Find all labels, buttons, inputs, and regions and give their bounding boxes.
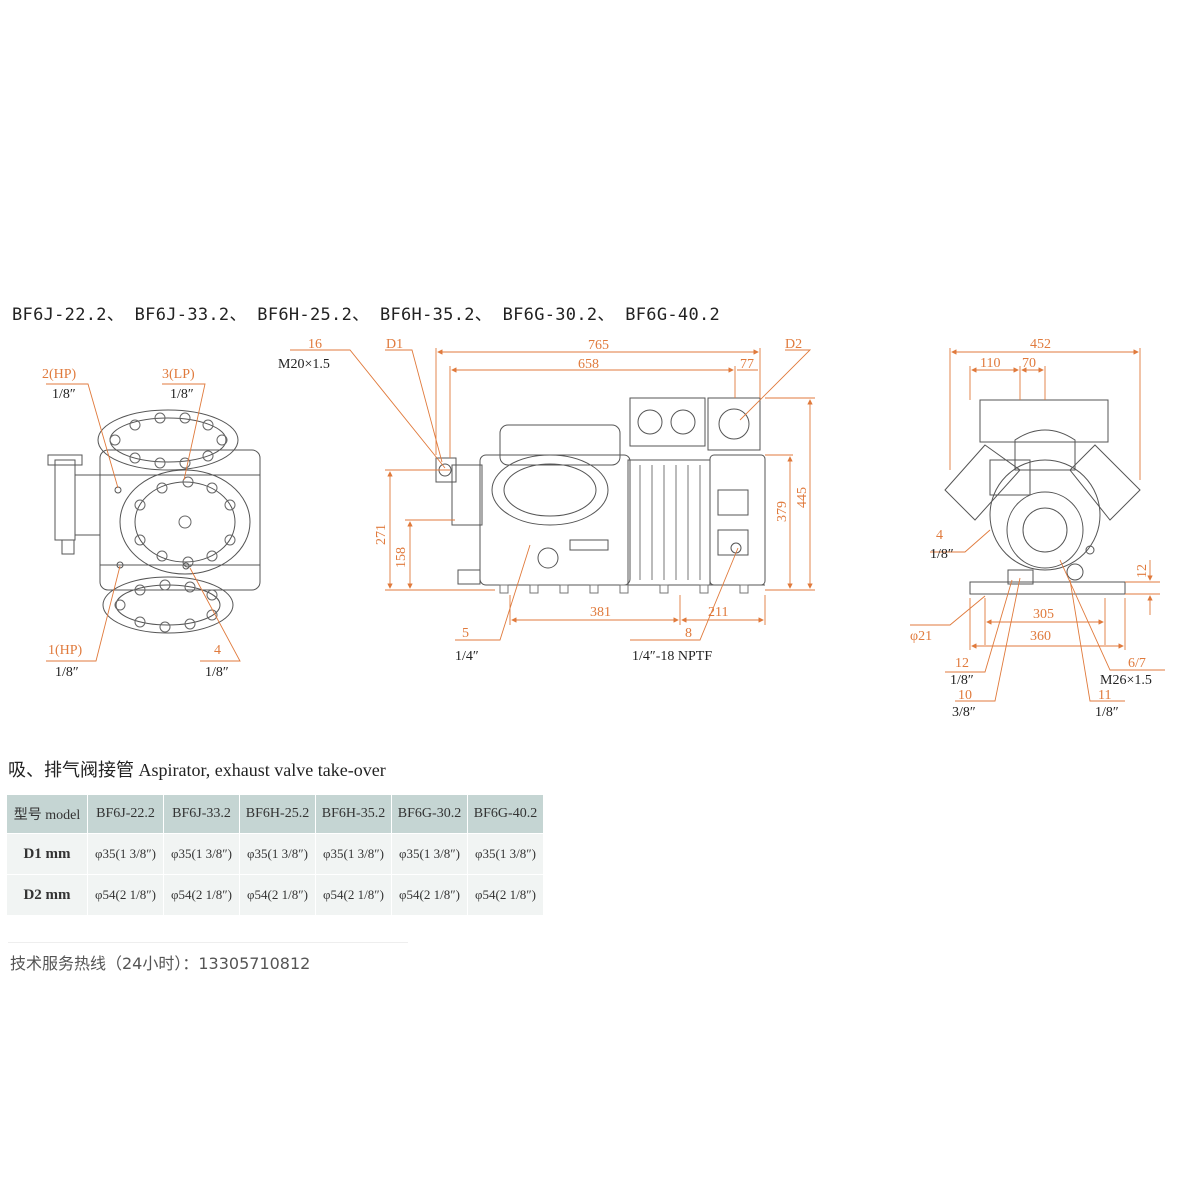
p5-size: 1/4″ bbox=[455, 649, 479, 664]
d2-label: D2 bbox=[785, 337, 802, 352]
d1-label: D1 bbox=[386, 337, 403, 352]
p8-label: 8 bbox=[685, 626, 692, 641]
p8-size: 1/4″-18 NPTF bbox=[632, 649, 712, 664]
side-view-dimensions bbox=[290, 348, 815, 641]
dim-77: 77 bbox=[740, 357, 754, 372]
dim-445: 445 bbox=[795, 487, 810, 508]
d1-cell: φ35(1 3/8″) bbox=[87, 833, 164, 875]
table-row-d1: D1 mm φ35(1 3/8″) φ35(1 3/8″) φ35(1 3/8″… bbox=[6, 833, 544, 875]
hp2-size: 1/8″ bbox=[52, 387, 76, 402]
dim-70: 70 bbox=[1022, 356, 1036, 371]
divider bbox=[8, 942, 408, 943]
lp3-size: 1/8″ bbox=[170, 387, 194, 402]
p10-label: 10 bbox=[958, 688, 972, 703]
model-cell: BF6G-40.2 bbox=[467, 794, 544, 834]
d1-cell: φ35(1 3/8″) bbox=[467, 833, 544, 875]
hp1-label: 1(HP) bbox=[48, 643, 83, 658]
top-view bbox=[47, 409, 261, 634]
d2-cell: φ54(2 1/8″) bbox=[467, 874, 544, 916]
p11-size: 1/8″ bbox=[1095, 705, 1119, 720]
hp2-label: 2(HP) bbox=[42, 367, 77, 382]
end-view bbox=[944, 399, 1141, 595]
dim-452: 452 bbox=[1030, 337, 1051, 352]
p10-size: 3/8″ bbox=[952, 705, 976, 720]
dim-158: 158 bbox=[394, 547, 409, 568]
d2-cell: φ54(2 1/8″) bbox=[239, 874, 316, 916]
p67-label: 6/7 bbox=[1128, 656, 1146, 671]
model-cell: BF6H-25.2 bbox=[239, 794, 316, 834]
model-list-title: BF6J-22.2、 BF6J-33.2、 BF6H-25.2、 BF6H-35… bbox=[12, 305, 721, 325]
compressor-drawing: 2(HP) 1/8″ 3(LP) 1/8″ 1(HP) 1/8″ 4 1/8″ bbox=[42, 337, 1165, 720]
dim-110: 110 bbox=[980, 356, 1000, 371]
d2-cell: φ54(2 1/8″) bbox=[163, 874, 240, 916]
end-p4-size: 1/8″ bbox=[930, 547, 954, 562]
spec-table: 型号 model BF6J-22.2 BF6J-33.2 BF6H-25.2 B… bbox=[6, 794, 544, 916]
header-label: 型号 model bbox=[6, 794, 88, 834]
p16-label: 16 bbox=[308, 337, 322, 352]
p12-size: 1/8″ bbox=[950, 673, 974, 688]
d1-cell: φ35(1 3/8″) bbox=[163, 833, 240, 875]
phi21-label: φ21 bbox=[910, 629, 932, 644]
dim-271: 271 bbox=[374, 524, 389, 545]
model-cell: BF6H-35.2 bbox=[315, 794, 392, 834]
dim-381: 381 bbox=[590, 605, 611, 620]
top-view-callouts bbox=[46, 383, 241, 662]
lp3-label: 3(LP) bbox=[162, 367, 195, 382]
model-cell: BF6G-30.2 bbox=[391, 794, 468, 834]
dim-765: 765 bbox=[588, 338, 609, 353]
p11-label: 11 bbox=[1098, 688, 1111, 703]
service-hotline: 技术服务热线（24小时）：13305710812 bbox=[10, 954, 311, 973]
p67-thread: M26×1.5 bbox=[1100, 673, 1152, 688]
p12-label: 12 bbox=[955, 656, 969, 671]
p5-label: 5 bbox=[462, 626, 469, 641]
d2-cell: φ54(2 1/8″) bbox=[87, 874, 164, 916]
dim-12: 12 bbox=[1135, 564, 1150, 578]
hp1-size: 1/8″ bbox=[55, 665, 79, 680]
dim-360: 360 bbox=[1030, 629, 1051, 644]
table-header-row: 型号 model BF6J-22.2 BF6J-33.2 BF6H-25.2 B… bbox=[6, 794, 544, 834]
d1-cell: φ35(1 3/8″) bbox=[315, 833, 392, 875]
model-cell: BF6J-33.2 bbox=[163, 794, 240, 834]
dim-305: 305 bbox=[1033, 607, 1054, 622]
d1-cell: φ35(1 3/8″) bbox=[239, 833, 316, 875]
p4-size: 1/8″ bbox=[205, 665, 229, 680]
d2-cell: φ54(2 1/8″) bbox=[315, 874, 392, 916]
end-view-dimensions bbox=[910, 348, 1165, 702]
model-cell: BF6J-22.2 bbox=[87, 794, 164, 834]
end-p4-label: 4 bbox=[936, 528, 943, 543]
d1-label: D1 mm bbox=[6, 833, 88, 875]
dim-211: 211 bbox=[708, 605, 728, 620]
side-view bbox=[435, 397, 766, 594]
d1-cell: φ35(1 3/8″) bbox=[391, 833, 468, 875]
p4-label: 4 bbox=[214, 643, 221, 658]
valve-caption: 吸、排气阀接管 Aspirator, exhaust valve take-ov… bbox=[8, 760, 386, 780]
d2-label: D2 mm bbox=[6, 874, 88, 916]
table-row-d2: D2 mm φ54(2 1/8″) φ54(2 1/8″) φ54(2 1/8″… bbox=[6, 874, 544, 916]
p16-thread: M20×1.5 bbox=[278, 357, 330, 372]
dim-658: 658 bbox=[578, 357, 599, 372]
d2-cell: φ54(2 1/8″) bbox=[391, 874, 468, 916]
dim-379: 379 bbox=[775, 501, 790, 522]
